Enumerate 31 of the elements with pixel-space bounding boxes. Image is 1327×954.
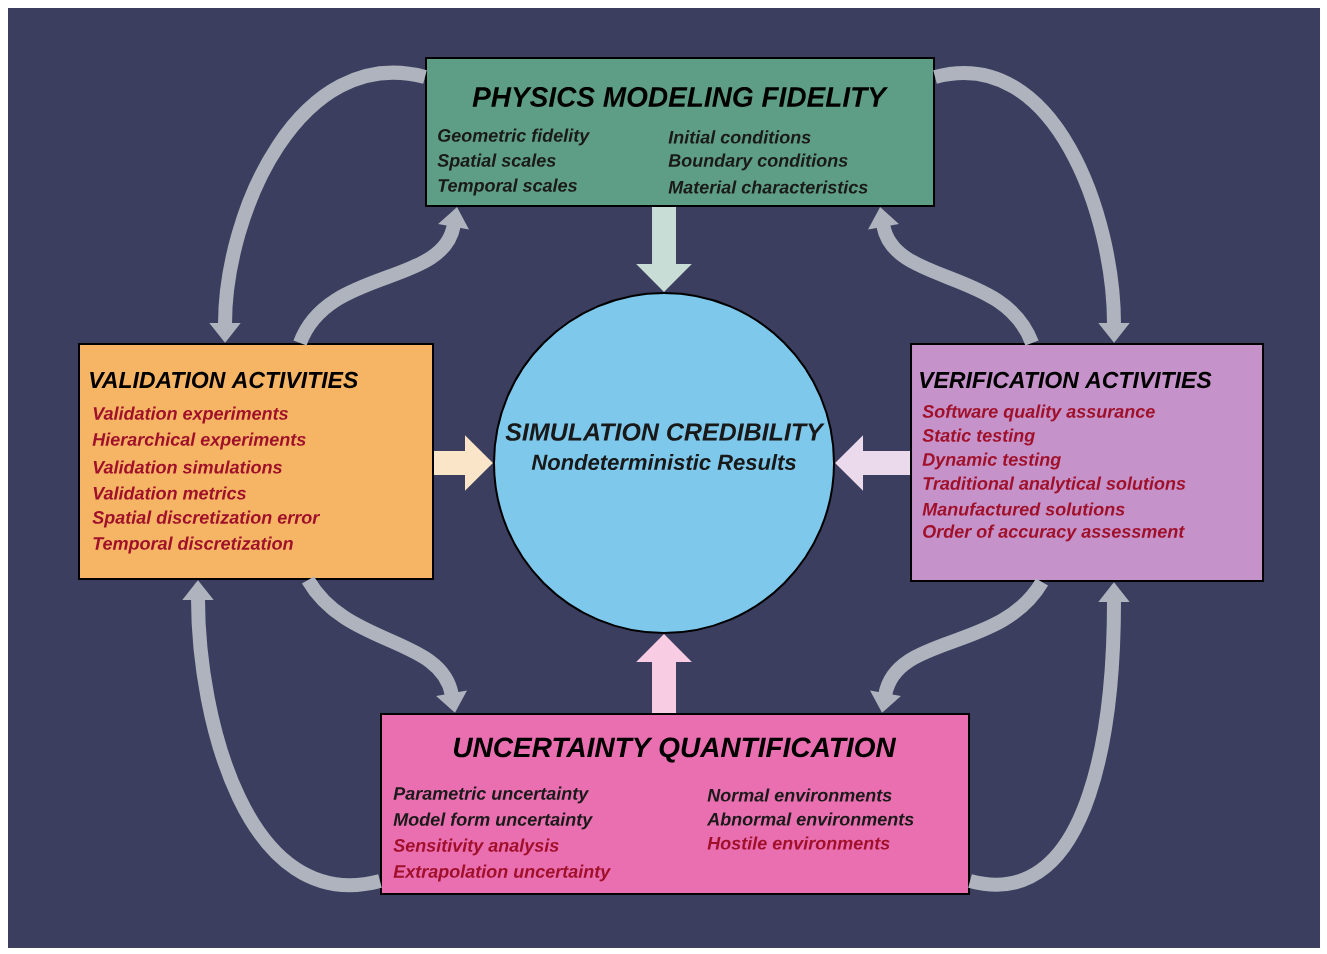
circle-title: SIMULATION CREDIBILITY [505,423,825,441]
list-item: Boundary conditions [668,153,848,171]
list-item: Dynamic testing [922,452,1061,470]
list-item: Validation simulations [93,460,282,474]
list-item: Hierarchical experiments [92,432,306,450]
list-item: Validation metrics [93,486,246,500]
list-item: Validation experiments [93,406,288,424]
box-title: VERIFICATION ACTIVITIES [920,371,1212,389]
list-item: Software quality assurance [922,404,1155,422]
list-item: Material characteristics [668,180,868,194]
box-title: VALIDATION ACTIVITIES [90,371,358,389]
box-title: PHYSICS MODELING FIDELITY [472,87,888,107]
list-item: Traditional analytical solutions [923,476,1186,494]
box-title: UNCERTAINTY QUANTIFICATION [454,737,897,763]
list-item: Temporal scales [438,178,577,196]
list-item: Extrapolation uncertainty [393,864,611,882]
list-item: Model form uncertainty [393,812,593,830]
list-item: Spatial discretization error [92,510,321,528]
list-item: Temporal discretization [93,536,293,554]
list-item: Spatial scales [437,153,556,171]
list-item: Hostile environments [707,836,890,850]
list-item: Order of accuracy assessment [923,524,1185,542]
list-item: Sensitivity analysis [393,838,559,856]
list-item: Parametric uncertainty [393,786,589,804]
list-item: Manufactured solutions [922,502,1125,516]
list-item: Normal environments [707,788,892,802]
list-item: Static testing [922,428,1035,446]
list-item: Initial conditions [668,130,811,144]
list-item: Abnormal environments [706,812,914,826]
circle-title: Nondeterministic Results [531,453,796,471]
list-item: Geometric fidelity [438,128,590,146]
